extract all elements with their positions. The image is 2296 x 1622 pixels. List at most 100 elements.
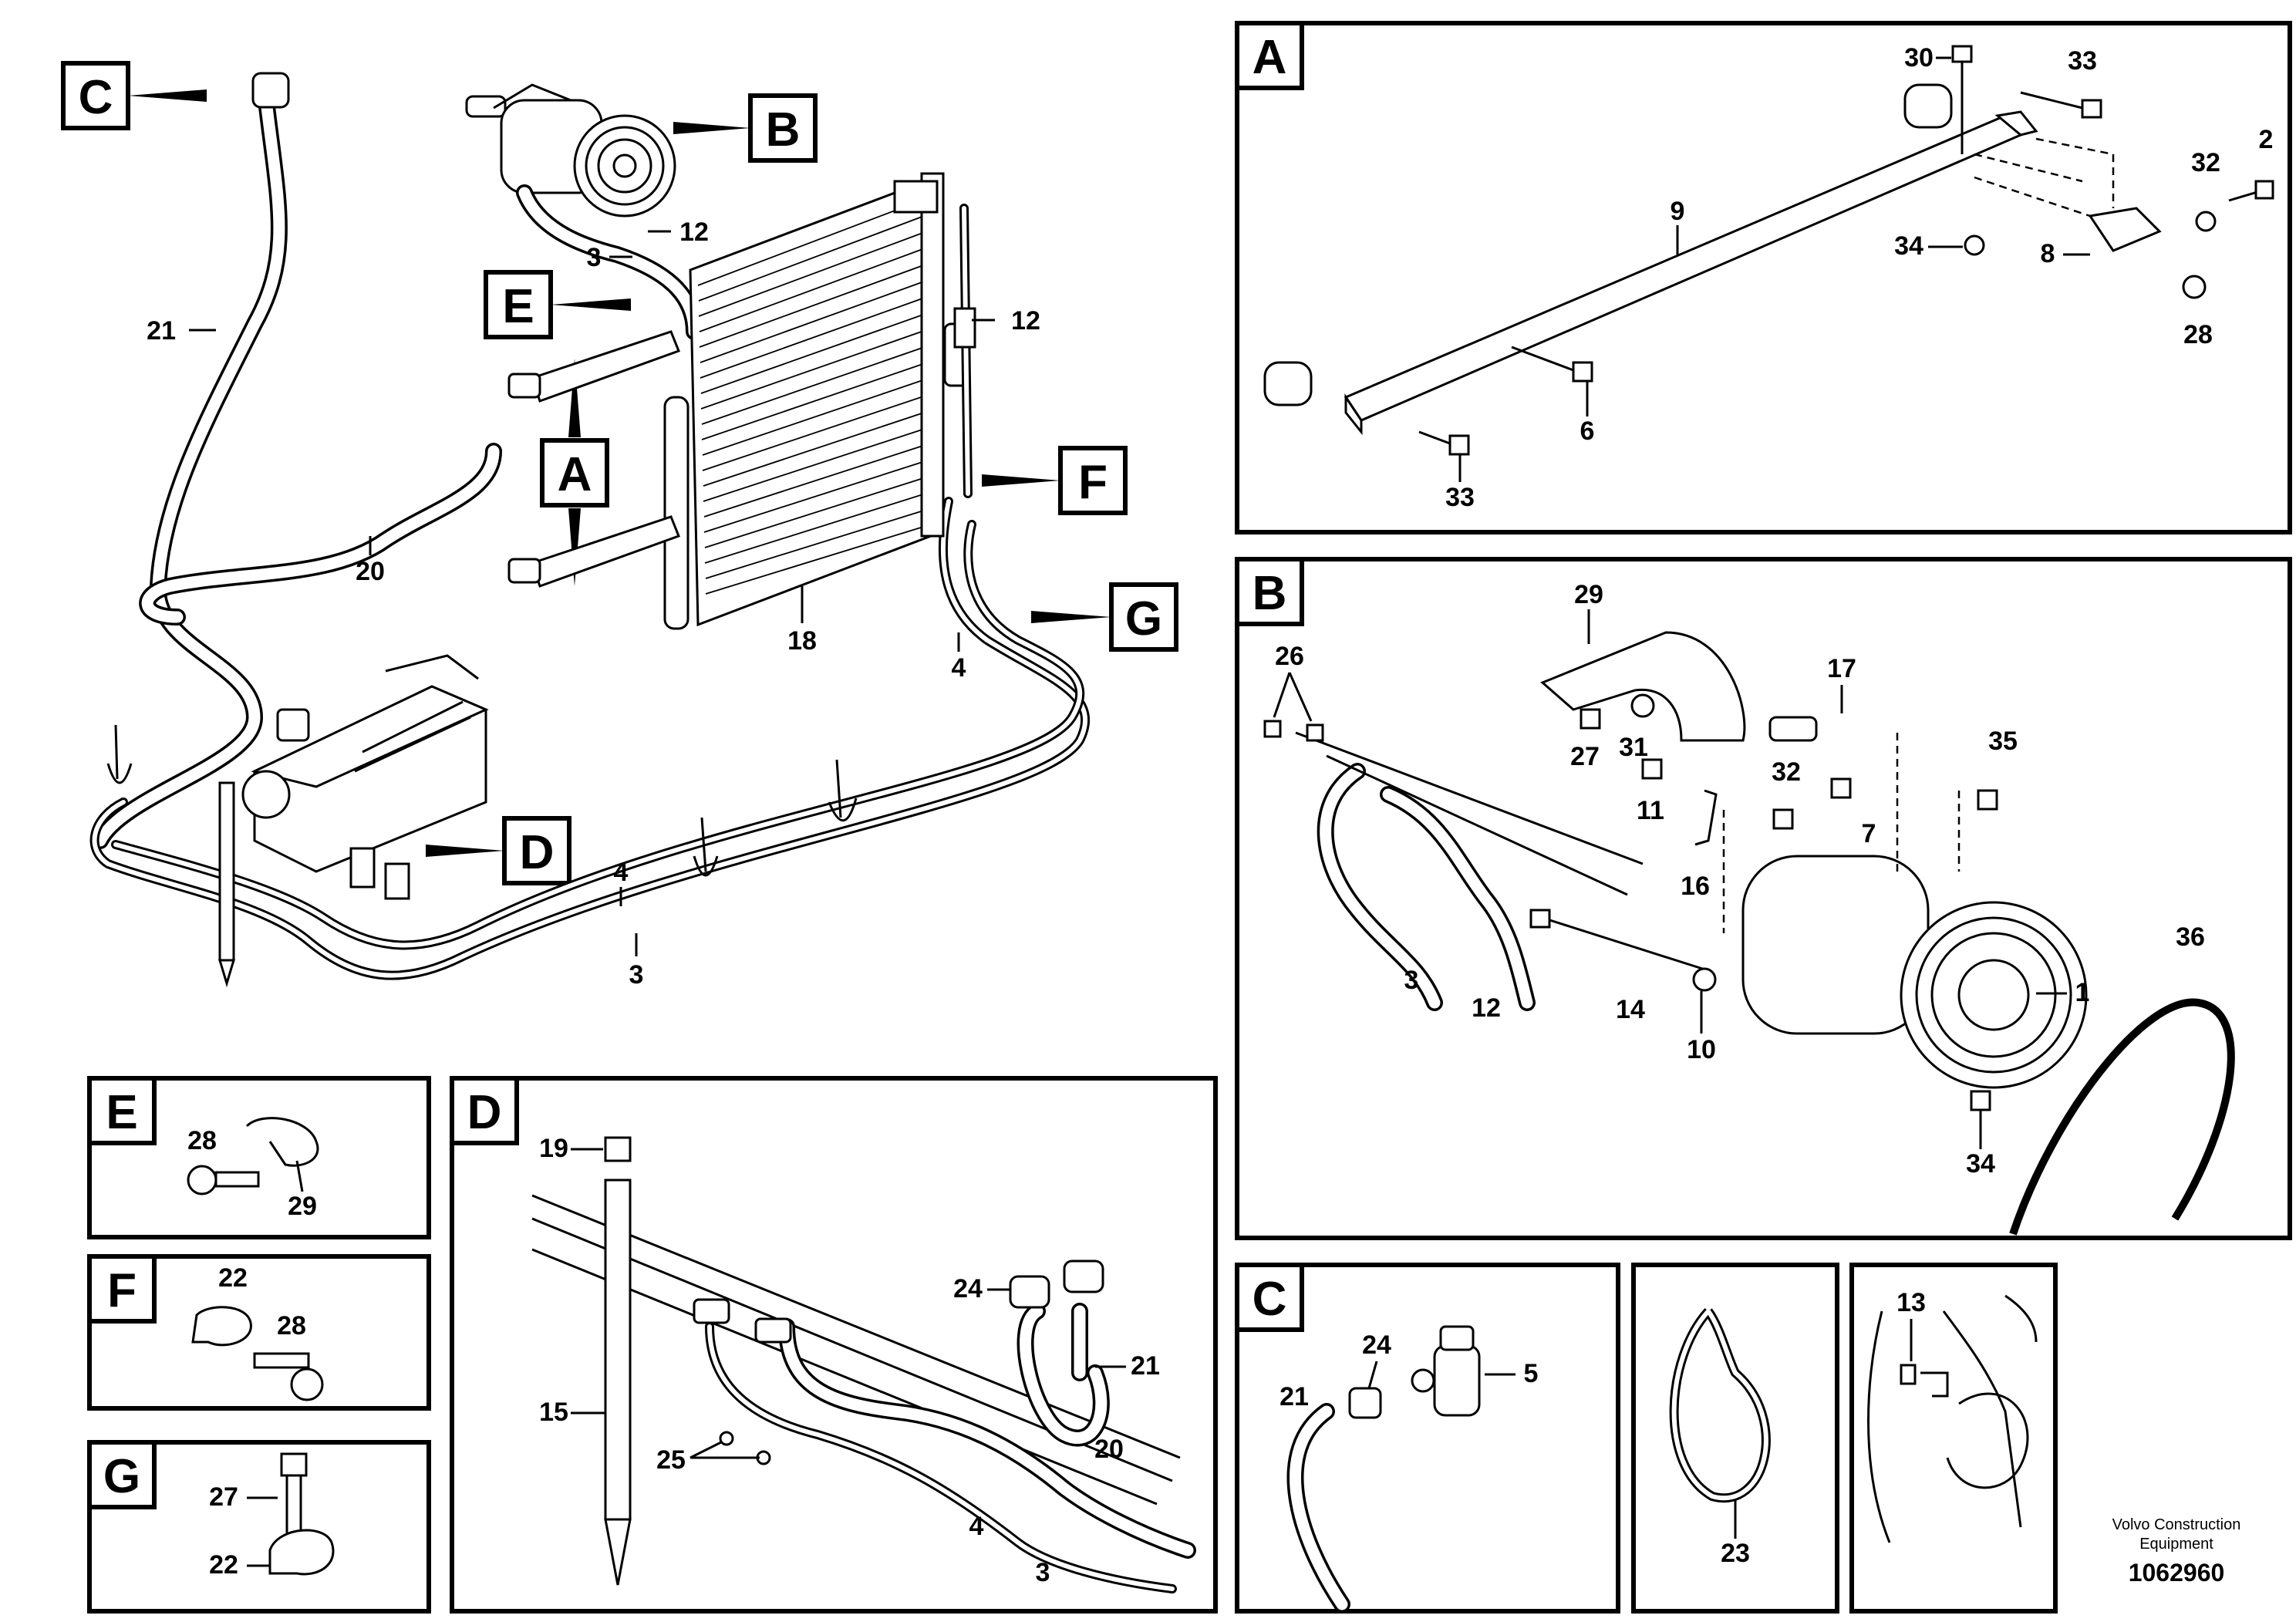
svg-text:15: 15 (539, 1398, 568, 1427)
svg-text:28: 28 (2183, 320, 2213, 349)
svg-text:E: E (502, 280, 534, 333)
svg-text:21: 21 (1279, 1382, 1309, 1411)
svg-text:1: 1 (2075, 978, 2090, 1007)
svg-text:4: 4 (614, 858, 629, 887)
svg-text:4: 4 (952, 653, 966, 683)
svg-text:5: 5 (1524, 1359, 1539, 1388)
spacer-right (1903, 83, 1953, 129)
fitting-5 (1433, 1344, 1481, 1417)
svg-text:10: 10 (1687, 1035, 1716, 1064)
panel-e: E 28 29 (87, 1076, 431, 1239)
panel-a: A 30 (1235, 21, 2292, 534)
panel-b: B (1235, 557, 2292, 1240)
svg-text:C: C (79, 71, 113, 124)
main-assembly: C B E A F G D (61, 61, 1178, 990)
bolt-33-bottom (1418, 430, 1470, 456)
bracket-8 (2088, 207, 2162, 252)
svg-text:34: 34 (1894, 231, 1923, 261)
svg-text:E: E (106, 1086, 137, 1139)
svg-text:27: 27 (209, 1482, 238, 1512)
condenser-brackets (507, 330, 680, 588)
svg-text:F: F (1078, 456, 1108, 509)
nut-34 (1964, 234, 1985, 256)
callout-g: G (1031, 582, 1178, 652)
svg-text:G: G (1125, 592, 1162, 646)
svg-text:36: 36 (2176, 922, 2205, 952)
callout-e: E (484, 270, 631, 339)
svg-text:34: 34 (1966, 1149, 1995, 1179)
svg-text:Equipment: Equipment (2139, 1536, 2213, 1553)
svg-text:13: 13 (1896, 1288, 1926, 1317)
panel-d: D 19 24 21 15 20 25 (450, 1076, 1218, 1614)
svg-text:A: A (1253, 31, 1287, 84)
svg-text:23: 23 (1721, 1539, 1750, 1568)
svg-text:F: F (107, 1264, 137, 1317)
svg-text:30: 30 (1904, 43, 1934, 73)
svg-text:26: 26 (1275, 642, 1304, 671)
bracket-29 (1540, 631, 1746, 742)
svg-text:28: 28 (187, 1126, 217, 1155)
panel-strap: 23 (1631, 1263, 1839, 1614)
callout-f: F (982, 446, 1128, 515)
svg-text:3: 3 (1404, 966, 1419, 995)
bolt-6 (1511, 346, 1593, 383)
svg-text:24: 24 (1362, 1330, 1391, 1360)
svg-text:C: C (1253, 1273, 1287, 1326)
svg-text:24: 24 (953, 1274, 983, 1303)
bolt-28 (2182, 275, 2207, 299)
svg-text:32: 32 (1772, 757, 1801, 787)
panel-c: C 24 5 21 (1235, 1263, 1620, 1614)
svg-text:31: 31 (1619, 733, 1648, 762)
clip-16 (1694, 789, 1718, 846)
svg-text:22: 22 (218, 1263, 248, 1293)
svg-text:9: 9 (1671, 197, 1685, 226)
washer-32 (2195, 211, 2217, 232)
svg-text:B: B (766, 103, 801, 157)
bolt-2 (2228, 180, 2274, 202)
drain-rod-15 (604, 1179, 632, 1521)
callout-a: A (540, 359, 609, 586)
svg-text:14: 14 (1616, 995, 1645, 1024)
svg-text:33: 33 (1445, 483, 1475, 512)
condenser-18 (663, 172, 971, 630)
drain-rod (218, 781, 235, 962)
svg-text:21: 21 (147, 316, 176, 346)
svg-text:12: 12 (679, 218, 709, 247)
callout-d: D (426, 816, 571, 885)
svg-text:7: 7 (1862, 819, 1876, 848)
svg-text:3: 3 (1036, 1558, 1050, 1587)
panel-clip: 13 (1849, 1263, 2058, 1614)
svg-text:18: 18 (787, 626, 817, 656)
clamp-22-g (268, 1529, 335, 1576)
bolt-30 (1951, 45, 1973, 154)
svg-text:33: 33 (2068, 46, 2097, 76)
svg-text:25: 25 (656, 1445, 686, 1475)
svg-text:20: 20 (1094, 1435, 1124, 1464)
panel-f: F 22 28 (87, 1254, 431, 1411)
compressor-main (465, 83, 703, 340)
hose-4 (111, 520, 1085, 950)
svg-text:21: 21 (1131, 1351, 1160, 1381)
svg-text:12: 12 (1472, 993, 1501, 1023)
svg-text:28: 28 (277, 1311, 306, 1340)
svg-text:19: 19 (539, 1134, 568, 1163)
svg-text:6: 6 (1580, 416, 1595, 446)
callout-c: C (61, 61, 207, 130)
svg-text:32: 32 (2191, 148, 2220, 177)
svg-text:29: 29 (1574, 580, 1603, 609)
svg-text:3: 3 (629, 960, 644, 990)
svg-text:B: B (1253, 567, 1287, 620)
svg-text:D: D (520, 826, 555, 879)
clamp-22 (191, 1306, 252, 1347)
svg-text:A: A (558, 448, 592, 501)
evaporator-unit (241, 654, 489, 900)
hose-20 (139, 443, 502, 626)
svg-text:22: 22 (209, 1550, 238, 1580)
panel-g: G 27 22 (87, 1440, 431, 1614)
svg-text:17: 17 (1827, 654, 1856, 683)
svg-text:D: D (467, 1086, 502, 1139)
compressor-1 (1741, 855, 2088, 1089)
svg-text:2: 2 (2259, 125, 2274, 154)
svg-text:G: G (103, 1450, 140, 1503)
receiver-drier (663, 396, 689, 630)
